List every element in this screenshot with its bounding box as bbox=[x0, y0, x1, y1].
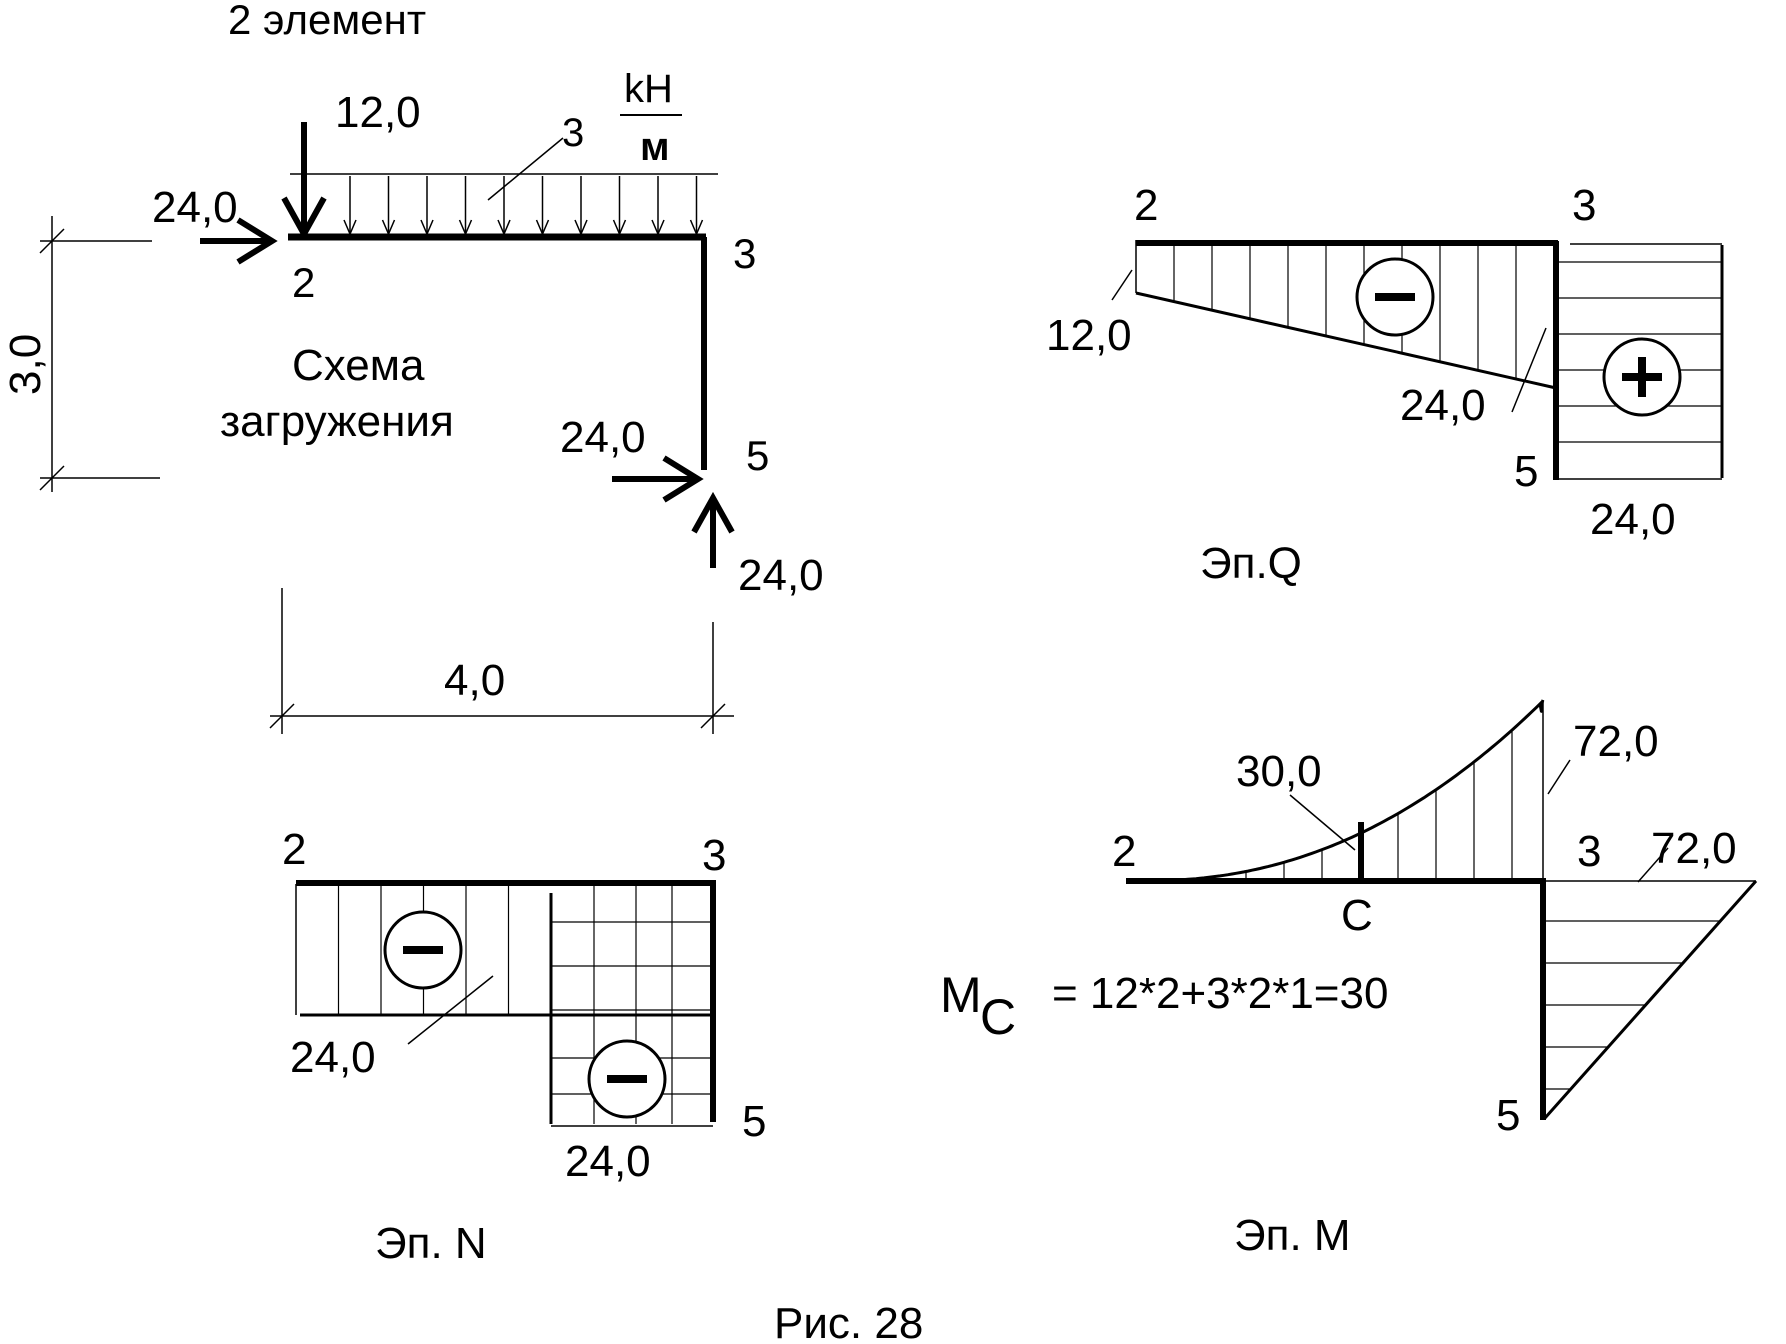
moment-leader-top bbox=[1547, 759, 1571, 795]
distributed-load bbox=[290, 173, 718, 236]
axial-value-bottom: 24,0 bbox=[565, 1137, 651, 1186]
minus-sign-icon bbox=[587, 1039, 667, 1119]
moment-formula-subscript: C bbox=[980, 989, 1016, 1045]
load-arrow-head bbox=[689, 219, 704, 236]
moment-leader-right bbox=[1637, 847, 1669, 883]
moment-leader-c bbox=[1289, 794, 1356, 851]
moment-value-c: 30,0 bbox=[1236, 747, 1322, 796]
minus-sign-icon bbox=[1355, 257, 1435, 337]
axial-diagram: 2 3 5 24,0 24,0 Эп. N bbox=[282, 825, 766, 1268]
moment-value-right: 72,0 bbox=[1651, 824, 1737, 873]
moment-formula-symbol: M bbox=[940, 967, 982, 1023]
load-arrow-head bbox=[612, 219, 627, 236]
element-title: 2 элемент bbox=[228, 0, 426, 43]
load-arrow-head bbox=[420, 219, 434, 236]
shear-sloped-boundary bbox=[1135, 291, 1557, 390]
plus-sign-icon bbox=[1602, 337, 1682, 417]
load-arrow-head bbox=[651, 219, 665, 236]
load-arrow-head bbox=[535, 219, 550, 236]
moment-node-5: 5 bbox=[1496, 1091, 1520, 1140]
q-unit-numerator: kH bbox=[624, 67, 673, 111]
moment-title: Эп. M bbox=[1234, 1211, 1351, 1260]
reaction-label: 24,0 bbox=[738, 551, 824, 600]
shear-value-bottom: 24,0 bbox=[1590, 495, 1676, 544]
scheme-node-2: 2 bbox=[292, 259, 315, 306]
shear-node-3: 3 bbox=[1572, 181, 1596, 230]
moment-node-3: 3 bbox=[1577, 827, 1601, 876]
scheme-label-line2: загружения bbox=[220, 397, 454, 446]
shear-diagram: 2 3 5 12,0 24,0 24,0 Эп.Q bbox=[1046, 181, 1724, 588]
axial-node-2: 2 bbox=[282, 825, 306, 874]
force-top-label: 12,0 bbox=[335, 88, 421, 137]
shear-title: Эп.Q bbox=[1200, 539, 1302, 588]
shear-leader-left bbox=[1111, 269, 1133, 301]
axial-value-left: 24,0 bbox=[290, 1033, 376, 1082]
moment-formula-expression: = 12*2+3*2*1=30 bbox=[1052, 969, 1388, 1018]
dimension-horizontal-label: 4,0 bbox=[444, 656, 505, 705]
shear-value-left: 12,0 bbox=[1046, 311, 1132, 360]
axial-node-5: 5 bbox=[742, 1097, 766, 1146]
dimension-horizontal bbox=[269, 588, 734, 734]
load-arrow-head bbox=[497, 219, 511, 236]
axial-title: Эп. N bbox=[375, 1219, 487, 1268]
shear-leader-mid bbox=[1511, 327, 1547, 413]
q-value-label: 3 bbox=[562, 111, 584, 155]
moment-column-slope bbox=[1543, 880, 1758, 1119]
figure-caption: Рис. 28 bbox=[774, 1299, 923, 1344]
moment-curve bbox=[1140, 699, 1545, 883]
dimension-vertical-label: 3,0 bbox=[1, 334, 50, 395]
q-leader-line bbox=[487, 137, 564, 201]
scheme-node-3: 3 bbox=[733, 230, 756, 277]
dimension-vertical bbox=[39, 216, 160, 492]
force-arrow-right-node5 bbox=[612, 455, 704, 503]
axial-leader-left bbox=[407, 975, 494, 1045]
force-right-label: 24,0 bbox=[560, 413, 646, 462]
loading-scheme: 2 элемент 3 kH м 12,0 24,0 2 3 5 Схема з… bbox=[1, 0, 824, 734]
q-unit-denominator: м bbox=[640, 125, 670, 169]
force-left-label: 24,0 bbox=[152, 183, 238, 232]
force-arrow-right-node2 bbox=[200, 217, 278, 265]
scheme-node-5: 5 bbox=[746, 432, 769, 479]
shear-node-2: 2 bbox=[1134, 181, 1158, 230]
shear-value-mid: 24,0 bbox=[1400, 381, 1486, 430]
load-arrow-head bbox=[574, 219, 588, 236]
scheme-label-line1: Схема bbox=[292, 341, 425, 390]
shear-node-5: 5 bbox=[1514, 447, 1538, 496]
load-arrow-head bbox=[343, 219, 357, 236]
moment-value-top: 72,0 bbox=[1573, 717, 1659, 766]
axial-node-3: 3 bbox=[702, 831, 726, 880]
reaction-arrow-up bbox=[691, 491, 735, 568]
load-arrow-head bbox=[381, 219, 396, 236]
moment-node-c: C bbox=[1341, 891, 1373, 940]
force-arrow-down-12 bbox=[281, 122, 327, 241]
load-arrow-head bbox=[458, 219, 473, 236]
moment-diagram: 2 3 5 C 30,0 72,0 72,0 M C = 12*2+3*2*1=… bbox=[940, 699, 1758, 1260]
moment-node-2: 2 bbox=[1112, 827, 1136, 876]
minus-sign-icon bbox=[383, 910, 463, 990]
